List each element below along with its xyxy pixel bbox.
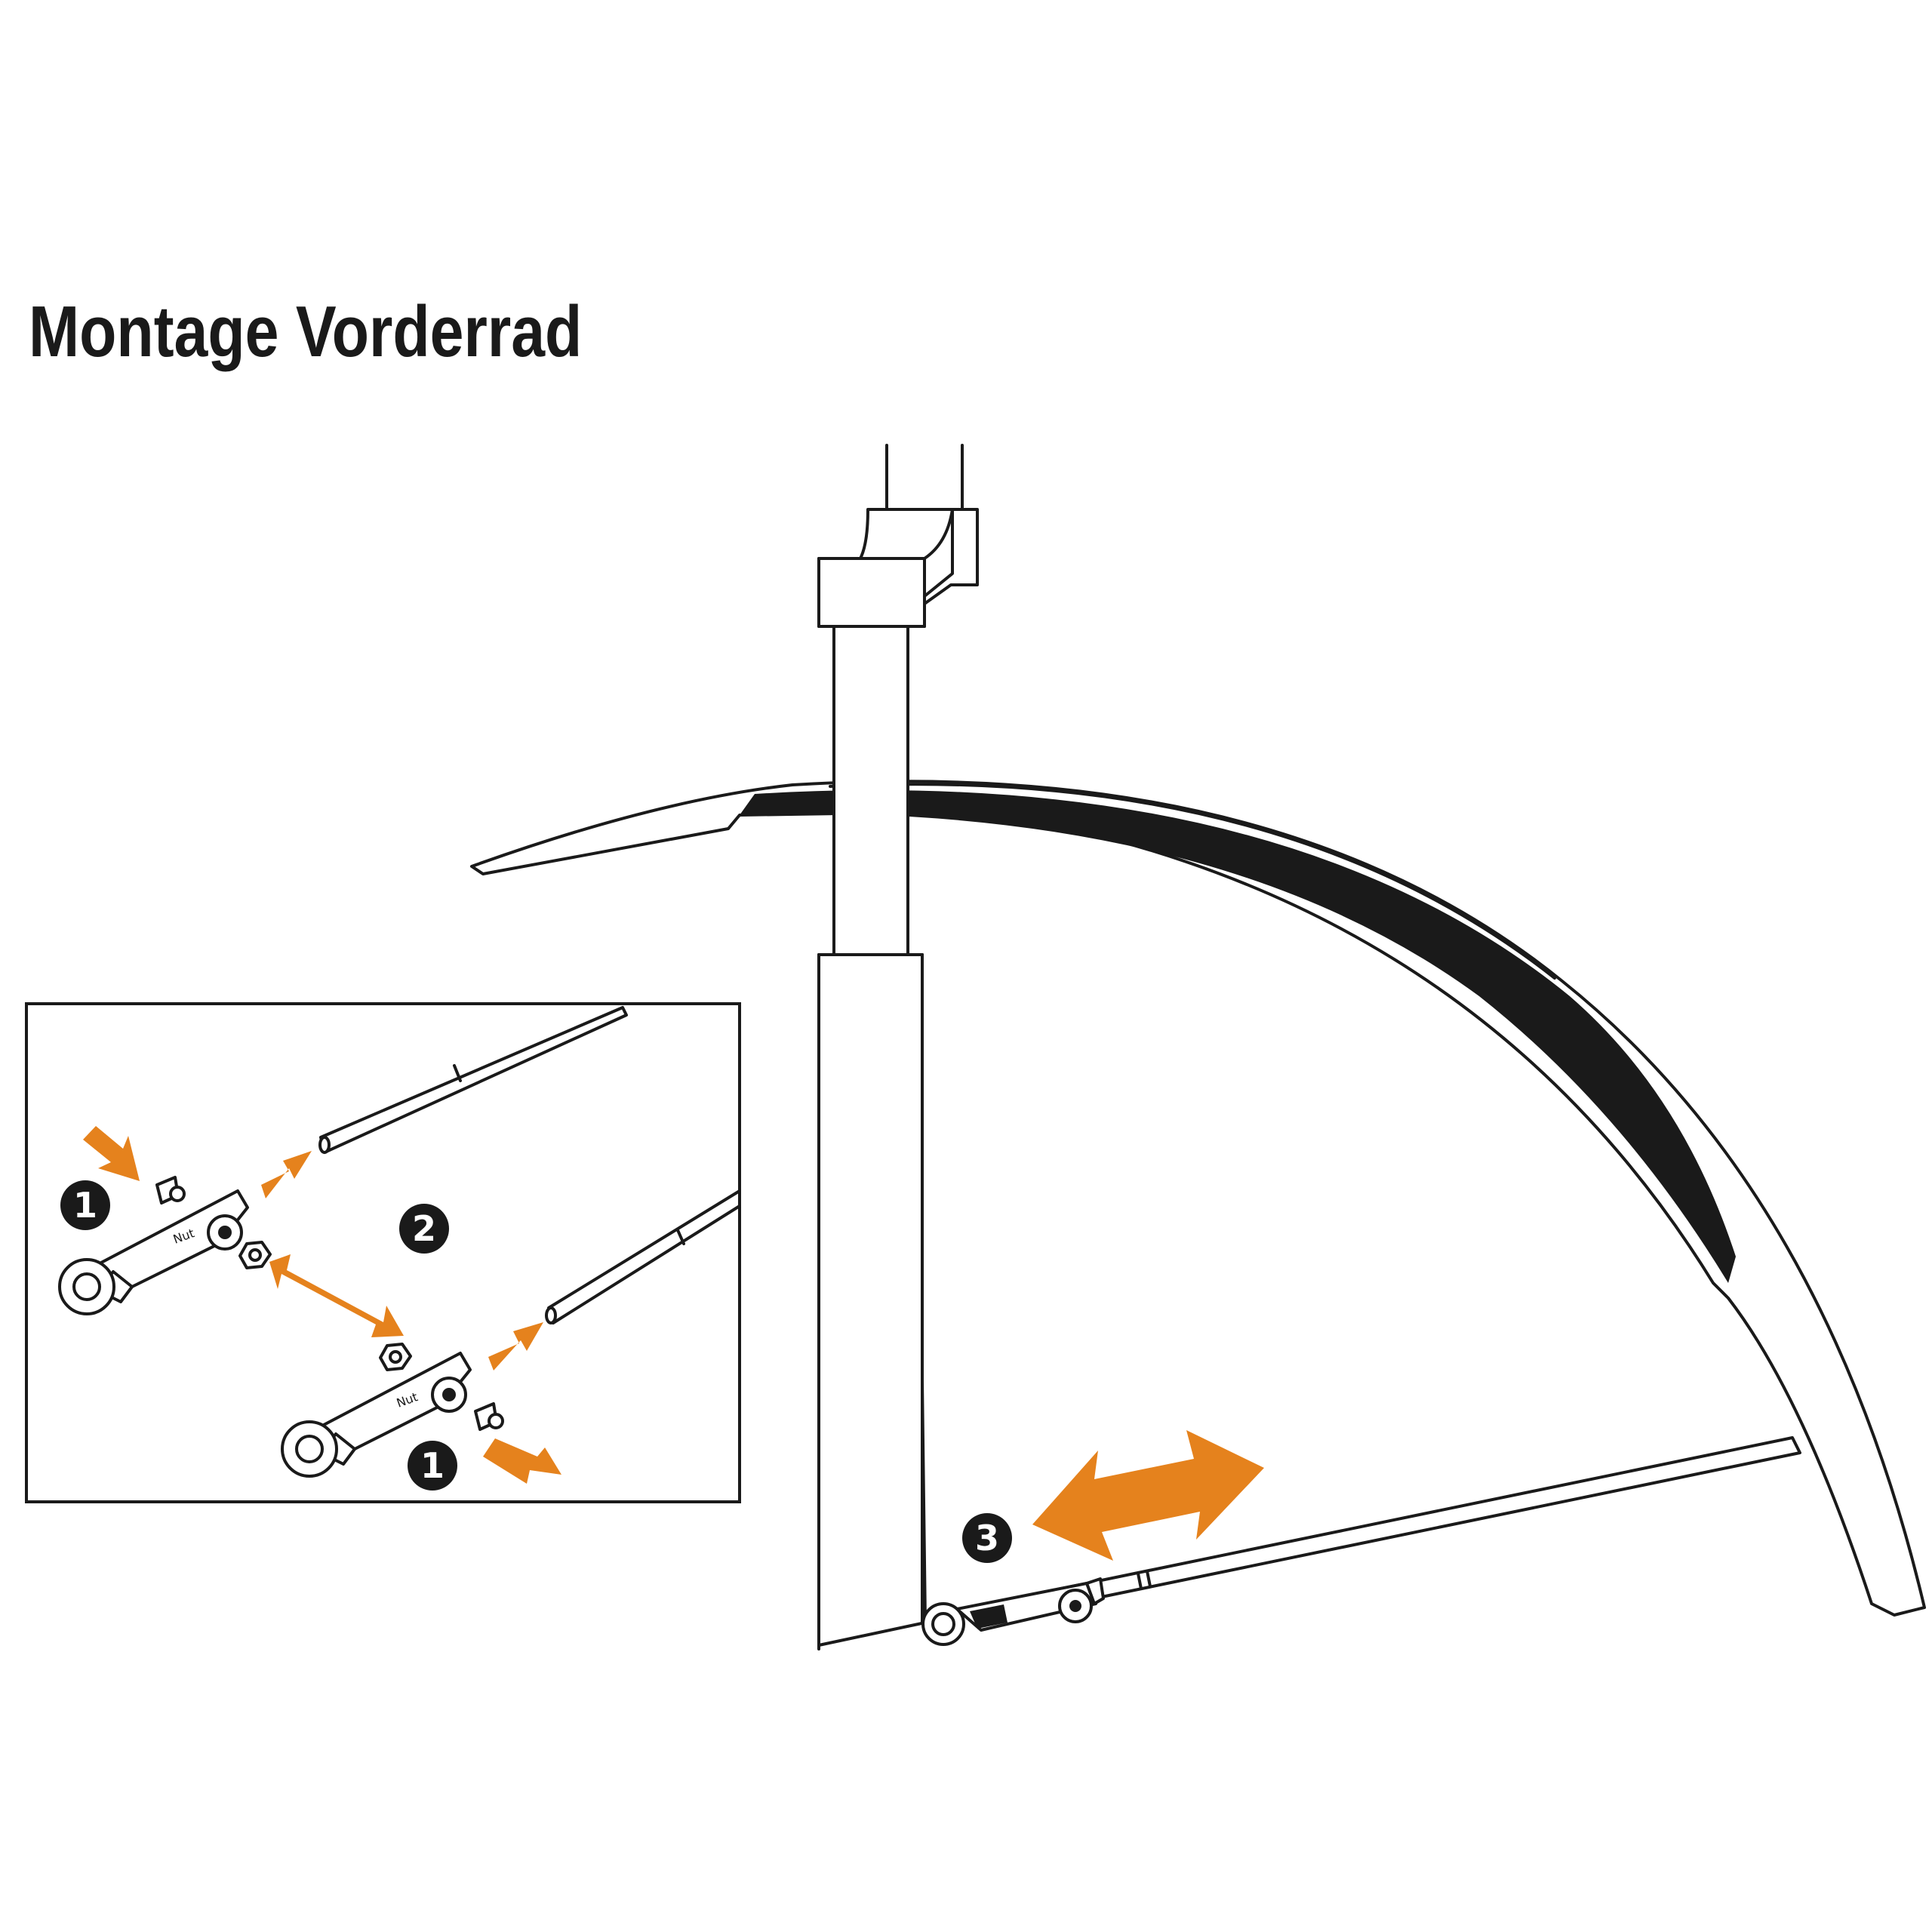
- adjust-arrow-icon: [1032, 1430, 1264, 1561]
- fork-lower-leg: [817, 953, 927, 1651]
- fork-stanchion: [832, 625, 909, 956]
- stay-rod-upper: [318, 1006, 628, 1154]
- svg-text:1: 1: [420, 1445, 445, 1486]
- stay-connector: [921, 1577, 1105, 1646]
- inset-detail: Nut Nut: [25, 1002, 741, 1503]
- bolt-icon: [155, 1176, 186, 1204]
- fender: [470, 780, 1926, 1617]
- step-badge-1: 1: [408, 1441, 457, 1491]
- svg-text:3: 3: [975, 1518, 999, 1558]
- svg-text:2: 2: [412, 1208, 436, 1249]
- stay-rod-lower: [545, 1189, 741, 1324]
- step-badge-3: 3: [962, 1513, 1012, 1563]
- svg-text:1: 1: [73, 1185, 97, 1226]
- step-badge-2: 2: [399, 1204, 449, 1254]
- hex-nut-icon: [238, 1241, 272, 1269]
- hex-nut-icon: [379, 1343, 412, 1371]
- step-badge-1: 1: [60, 1180, 110, 1230]
- page-title: Montage Vorderrad: [29, 291, 583, 372]
- fork-crown: [817, 508, 979, 628]
- orange-arrow-icon: [83, 1126, 561, 1484]
- fork-steerer: [885, 444, 964, 511]
- stay-connector-lower: Nut: [281, 1352, 472, 1478]
- bolt-icon: [474, 1402, 504, 1431]
- stay-connector-upper: Nut: [58, 1189, 249, 1315]
